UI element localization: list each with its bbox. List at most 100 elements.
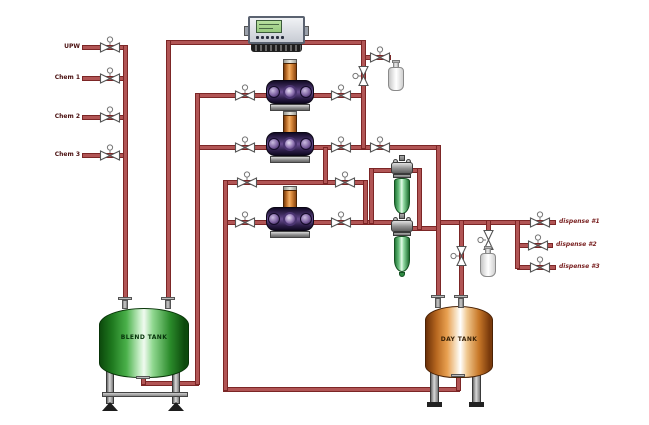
cartridge-filter-1-head	[391, 162, 413, 174]
day-left-drop-pipe	[436, 145, 441, 298]
valve-icon	[450, 245, 467, 267]
valve-icon	[330, 136, 352, 153]
blend-tank-port-stem	[165, 300, 171, 309]
pump3-discharge-pipe	[312, 220, 395, 225]
controller-button[interactable]	[276, 36, 279, 39]
controller-lcd-text	[259, 28, 273, 29]
valve-bypass-left[interactable]	[236, 171, 258, 188]
diaphragm-pump-1-hub	[283, 85, 297, 99]
cartridge-filter-2-head	[391, 220, 413, 232]
controller-button[interactable]	[261, 36, 264, 39]
cartridge-filter-2-collar	[393, 232, 411, 236]
day-outlet-pipe	[223, 387, 460, 392]
chem-collector-pipe	[123, 45, 128, 300]
valve-chem1[interactable]	[99, 67, 121, 84]
blend-tank-port-stem	[122, 300, 128, 309]
day-tank-body	[425, 306, 493, 378]
valve-chem2[interactable]	[99, 106, 121, 123]
valve-icon	[234, 211, 256, 228]
diaphragm-pump-2-base	[270, 156, 310, 163]
controller-button[interactable]	[256, 36, 259, 39]
dispense-header-pipe	[436, 220, 519, 225]
valve-dispense2[interactable]	[527, 234, 549, 251]
dispense-label-2: dispense #2	[556, 241, 597, 248]
valve-icon	[527, 234, 549, 251]
diaphragm-pump-3-hub	[283, 212, 297, 226]
cartridge-filter-2-bowl	[394, 236, 410, 272]
blend-tank-body	[99, 308, 189, 378]
diaphragm-pump-3-base	[270, 231, 310, 238]
sample-bottle-1	[388, 60, 404, 92]
day-tank-foot	[469, 402, 484, 407]
valve-icon	[236, 171, 258, 188]
valve-icon	[529, 211, 551, 228]
cartridge-filter-2	[390, 213, 414, 279]
day-tank-port-flange	[454, 295, 468, 298]
controller-lcd-screen	[256, 20, 282, 33]
valve-bypass-right[interactable]	[334, 171, 356, 188]
valve-pump3-discharge[interactable]	[330, 211, 352, 228]
filter-link-pipe	[417, 168, 422, 230]
valve-day-feed[interactable]	[450, 245, 467, 267]
blend-tank-foot	[102, 402, 118, 411]
valve-upw[interactable]	[99, 36, 121, 53]
inlet-label-chem1: Chem 1	[54, 74, 80, 81]
dispense-label-1: dispense #1	[559, 218, 600, 225]
valve-pump1-suction[interactable]	[234, 84, 256, 101]
valve-icon	[369, 46, 391, 63]
blend-tank-foot	[168, 402, 184, 411]
sample-bottle-1-body	[388, 67, 404, 91]
day-suction-riser-pipe	[223, 180, 228, 391]
blend-suction-riser-pipe	[195, 93, 200, 385]
valve-chem3[interactable]	[99, 144, 121, 161]
inlet-label-chem2: Chem 2	[54, 113, 80, 120]
valve-icon	[352, 65, 369, 87]
valve-pump2-discharge[interactable]	[330, 136, 352, 153]
return-drop-pipe	[166, 40, 171, 300]
cartridge-filter-1-vent	[399, 155, 405, 161]
valve-pump3-suction[interactable]	[234, 211, 256, 228]
cartridge-filter-2-vent	[399, 213, 405, 219]
valve-icon	[99, 144, 121, 161]
controller-button[interactable]	[271, 36, 274, 39]
sample-bottle-2	[480, 246, 496, 278]
blend-tank-label: BLEND TANK	[120, 334, 168, 341]
valve-icon	[99, 106, 121, 123]
diaphragm-pump-1-flange-right	[300, 86, 312, 98]
diaphragm-pump-1[interactable]	[265, 59, 315, 112]
valve-dispense3[interactable]	[529, 256, 551, 273]
pump1-suction-pipe	[195, 93, 268, 98]
diaphragm-pump-1-base	[270, 104, 310, 111]
controller-lcd-text	[259, 24, 279, 25]
diaphragm-pump-3-dampener	[283, 190, 297, 208]
valve-icon	[234, 84, 256, 101]
inlet-label-chem3: Chem 3	[54, 151, 80, 158]
valve-sample1[interactable]	[369, 46, 391, 63]
valve-icon	[234, 136, 256, 153]
day-tank-label: DAY TANK	[440, 336, 478, 343]
diaphragm-pump-3[interactable]	[265, 186, 315, 239]
valve-main-riser[interactable]	[352, 65, 369, 87]
valve-dispense1[interactable]	[529, 211, 551, 228]
bypass-drop-pipe	[363, 180, 368, 224]
valve-icon	[330, 84, 352, 101]
diaphragm-pump-1-flange-left	[268, 86, 280, 98]
valve-pump2-suction[interactable]	[234, 136, 256, 153]
controller-button[interactable]	[266, 36, 269, 39]
valve-pump1-discharge[interactable]	[330, 84, 352, 101]
pump2-tee-drop-pipe	[323, 147, 328, 184]
diaphragm-pump-3-flange-left	[268, 213, 280, 225]
controller-heatsink	[251, 44, 302, 52]
valve-icon	[369, 136, 391, 153]
day-tank-port-stem	[435, 298, 441, 308]
diaphragm-pump-2-hub	[283, 137, 297, 151]
cartridge-filter-1	[390, 155, 414, 221]
filter-feed-riser-pipe	[369, 168, 374, 224]
controller-button[interactable]	[281, 36, 284, 39]
diaphragm-pump-2-flange-right	[300, 138, 312, 150]
blend-tank-base	[102, 392, 188, 397]
diaphragm-pump-2[interactable]	[265, 111, 315, 164]
blend-tank-port-flange	[118, 297, 132, 300]
valve-pump2-header[interactable]	[369, 136, 391, 153]
